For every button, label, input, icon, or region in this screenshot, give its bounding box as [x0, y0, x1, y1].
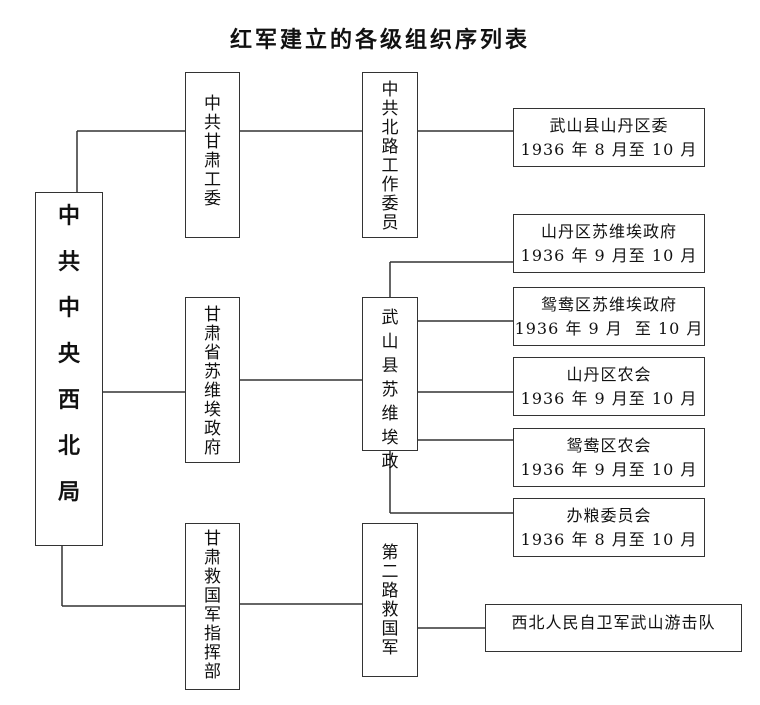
unit-box: 武山县山丹区委 1936 年 8 月至 10 月 — [513, 108, 705, 167]
unit-box: 西北人民自卫军武山游击队 — [485, 604, 742, 652]
level2-box-sheng-suweiai: 甘肃省苏维埃政府 — [185, 297, 240, 463]
level3-box-beilu-gongwei: 中共北路工作委员 — [362, 72, 418, 238]
unit-period: 1936 年 9 月至 10 月 — [520, 459, 698, 479]
root-box: 中共中央西北局 — [35, 192, 103, 546]
level2-box-ganshu-gongwei: 中共甘肃工委 — [185, 72, 240, 238]
level3-label: 中共北路工作委员 — [381, 80, 399, 233]
level3-box-dierlu-jiuguojun: 第二路救国军 — [362, 523, 418, 677]
level2-label: 甘肃救国军指挥部 — [204, 529, 221, 682]
unit-name: 办粮委员会 — [566, 505, 652, 525]
unit-name: 西北人民自卫军武山游击队 — [511, 613, 716, 632]
unit-period: 1936 年 9 月至 10 月 — [520, 245, 698, 265]
level3-box-wushan-suweiai: 武山县苏维埃政 — [362, 297, 418, 472]
level2-label: 甘肃省苏维埃政府 — [204, 305, 221, 458]
unit-name: 山丹区苏维埃政府 — [540, 221, 677, 241]
unit-name: 鸳鸯区苏维埃政府 — [540, 294, 677, 314]
unit-period: 1936 年 8 月至 10 月 — [520, 529, 698, 549]
unit-box: 鸳鸯区苏维埃政府 1936 年 9 月 至 10 月 — [513, 287, 705, 346]
level2-box-jiuguojun-zhihuibu: 甘肃救国军指挥部 — [185, 523, 240, 690]
unit-box: 山丹区农会 1936 年 9 月至 10 月 — [513, 357, 705, 416]
unit-name: 鸳鸯区农会 — [566, 435, 652, 455]
level3-label: 第二路救国军 — [381, 543, 399, 658]
level2-label: 中共甘肃工委 — [204, 94, 221, 209]
diagram-title: 红军建立的各级组织序列表 — [229, 27, 530, 53]
level3-label: 武山县苏维埃政 — [381, 308, 399, 472]
unit-period: 1936 年 9 月 至 10 月 — [514, 318, 704, 338]
unit-name: 武山县山丹区委 — [549, 115, 669, 135]
unit-period: 1936 年 8 月至 10 月 — [520, 139, 698, 159]
unit-box: 山丹区苏维埃政府 1936 年 9 月至 10 月 — [513, 214, 705, 273]
root-label: 中共中央西北局 — [57, 203, 80, 505]
unit-period: 1936 年 9 月至 10 月 — [520, 388, 698, 408]
unit-box: 鸳鸯区农会 1936 年 9 月至 10 月 — [513, 428, 705, 487]
unit-box: 办粮委员会 1936 年 8 月至 10 月 — [513, 498, 705, 557]
unit-name: 山丹区农会 — [566, 364, 652, 384]
